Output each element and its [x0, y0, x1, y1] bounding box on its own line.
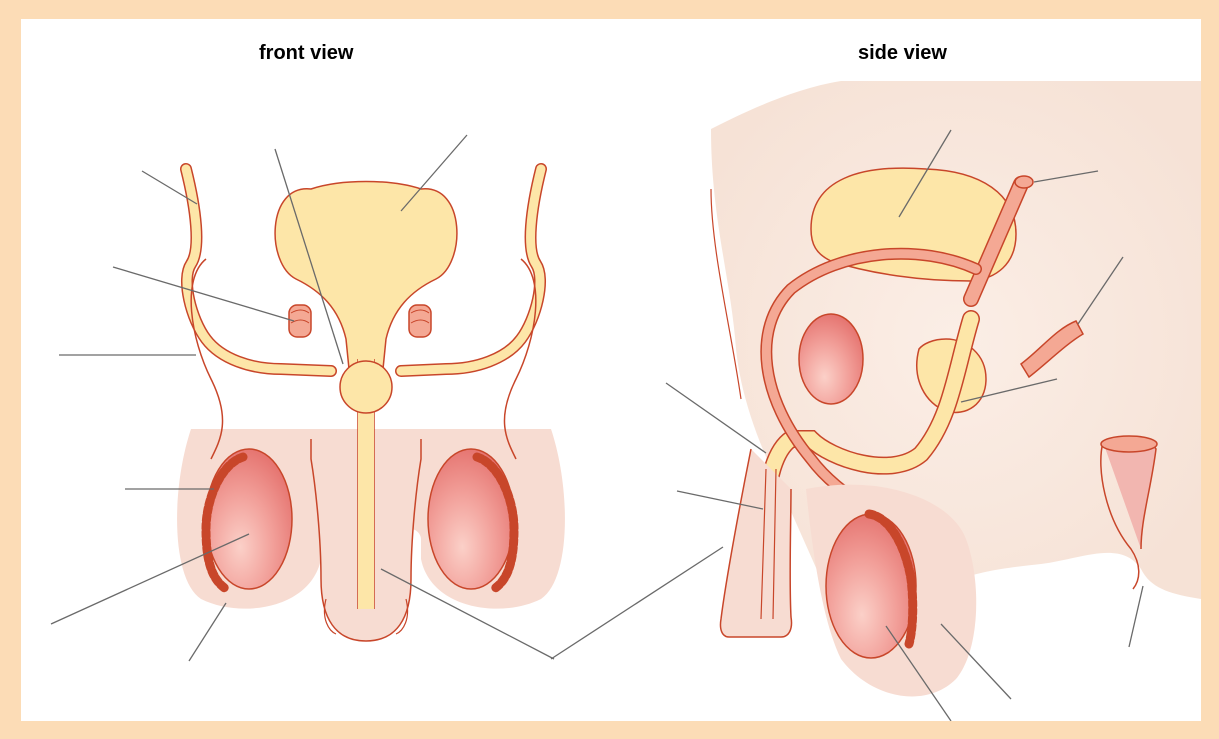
front-prostate	[340, 361, 392, 413]
front-view-illustration	[177, 169, 565, 641]
side-testis	[826, 514, 916, 658]
diagram-panel: front view side view	[21, 19, 1201, 721]
front-seminal-vesicle-right	[409, 305, 431, 337]
front-testis-left	[206, 449, 292, 589]
side-view-illustration	[711, 81, 1201, 696]
front-testis-right	[428, 449, 514, 589]
side-pubic-bone	[799, 314, 863, 404]
reproductive-anatomy-illustration	[21, 19, 1201, 721]
front-bladder	[275, 182, 457, 370]
